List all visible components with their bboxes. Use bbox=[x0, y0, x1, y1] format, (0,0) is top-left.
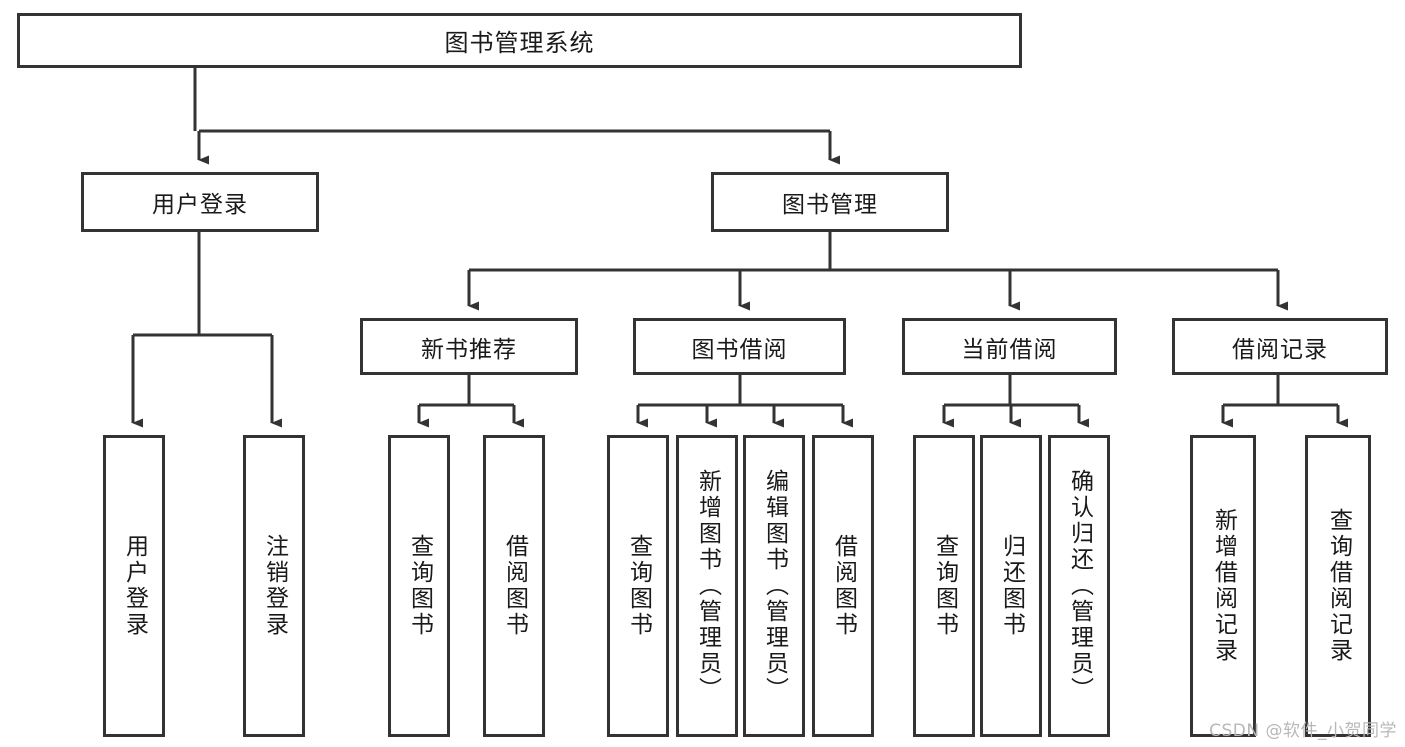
node-leaf-query-record-label: 查询借阅记录 bbox=[1325, 508, 1352, 664]
node-leaf-borrow-book-1[interactable]: 借阅图书 bbox=[483, 435, 545, 737]
node-leaf-logout-label: 注销登录 bbox=[261, 534, 288, 638]
node-leaf-query-book-2[interactable]: 查询图书 bbox=[607, 435, 669, 737]
node-leaf-query-book-3-label: 查询图书 bbox=[931, 534, 958, 638]
node-leaf-query-book-1[interactable]: 查询图书 bbox=[388, 435, 450, 737]
node-leaf-user-login[interactable]: 用户登录 bbox=[103, 435, 165, 737]
node-root-label: 图书管理系统 bbox=[444, 29, 595, 57]
node-leaf-query-book-1-label: 查询图书 bbox=[406, 534, 433, 638]
node-root[interactable]: 图书管理系统 bbox=[17, 13, 1022, 68]
node-leaf-add-record-label: 新增借阅记录 bbox=[1210, 508, 1237, 664]
node-book-borrow-label: 图书借阅 bbox=[691, 336, 788, 363]
node-new-book-rec[interactable]: 新书推荐 bbox=[360, 318, 578, 375]
node-leaf-confirm-return-label: 确认归还（管理员） bbox=[1066, 469, 1093, 703]
csdn-watermark: CSDN @软件_小贺同学 bbox=[1209, 721, 1397, 741]
node-current-borrow[interactable]: 当前借阅 bbox=[902, 318, 1117, 375]
node-leaf-edit-book[interactable]: 编辑图书（管理员） bbox=[743, 435, 805, 737]
node-leaf-add-book-label: 新增图书（管理员） bbox=[694, 469, 721, 703]
node-user-login[interactable]: 用户登录 bbox=[81, 172, 319, 232]
node-book-manage[interactable]: 图书管理 bbox=[711, 172, 949, 232]
node-leaf-query-book-3[interactable]: 查询图书 bbox=[913, 435, 975, 737]
node-leaf-borrow-book-1-label: 借阅图书 bbox=[501, 534, 528, 638]
node-leaf-add-record[interactable]: 新增借阅记录 bbox=[1190, 435, 1256, 737]
node-leaf-logout[interactable]: 注销登录 bbox=[243, 435, 305, 737]
node-leaf-return-book-label: 归还图书 bbox=[998, 534, 1025, 638]
node-leaf-return-book[interactable]: 归还图书 bbox=[980, 435, 1042, 737]
node-leaf-user-login-label: 用户登录 bbox=[121, 534, 148, 638]
node-leaf-borrow-book-2[interactable]: 借阅图书 bbox=[812, 435, 874, 737]
node-book-borrow[interactable]: 图书借阅 bbox=[633, 318, 846, 375]
node-leaf-query-book-2-label: 查询图书 bbox=[625, 534, 652, 638]
node-leaf-confirm-return[interactable]: 确认归还（管理员） bbox=[1048, 435, 1110, 737]
node-leaf-edit-book-label: 编辑图书（管理员） bbox=[761, 469, 788, 703]
node-new-book-rec-label: 新书推荐 bbox=[421, 336, 517, 363]
node-user-login-label: 用户登录 bbox=[152, 192, 248, 218]
node-borrow-record[interactable]: 借阅记录 bbox=[1172, 318, 1388, 375]
node-leaf-add-book[interactable]: 新增图书（管理员） bbox=[676, 435, 738, 737]
node-current-borrow-label: 当前借阅 bbox=[961, 336, 1058, 363]
node-borrow-record-label: 借阅记录 bbox=[1232, 336, 1328, 363]
node-leaf-borrow-book-2-label: 借阅图书 bbox=[830, 534, 857, 638]
node-leaf-query-record[interactable]: 查询借阅记录 bbox=[1305, 435, 1371, 737]
node-book-manage-label: 图书管理 bbox=[782, 192, 878, 218]
